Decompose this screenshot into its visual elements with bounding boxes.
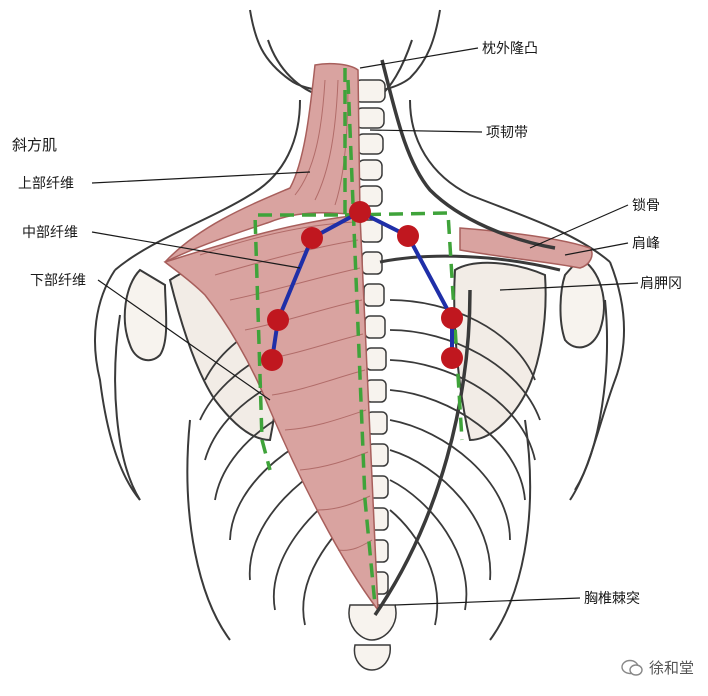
trapezius-muscle	[163, 62, 379, 613]
neck-outline	[114, 99, 611, 271]
marker-point	[441, 347, 463, 369]
clavicle-right	[459, 227, 593, 269]
scapula-spine-right	[379, 254, 561, 272]
marker-point	[441, 307, 463, 329]
label-clavicle: 锁骨	[632, 198, 660, 214]
label-upper-fibers: 上部纤维	[18, 176, 74, 192]
label-thoracic-spinous: 胸椎棘突	[584, 591, 640, 607]
label-occipital: 枕外隆凸	[482, 41, 538, 57]
leader-lines	[91, 47, 639, 606]
marker-point	[301, 227, 323, 249]
label-spine-of-scapula: 肩胛冈	[640, 276, 682, 292]
chat-bubble-icon	[621, 659, 643, 676]
acupoint-markers	[261, 201, 463, 371]
watermark: 徐和堂	[621, 657, 694, 678]
marker-point	[397, 225, 419, 247]
label-acromion: 肩峰	[632, 236, 660, 252]
label-trapezius-title: 斜方肌	[12, 136, 58, 154]
watermark-text: 徐和堂	[648, 659, 694, 677]
trapezius-right-border	[373, 59, 556, 616]
label-middle-fibers: 中部纤维	[22, 225, 78, 241]
label-nuchal: 项韧带	[486, 125, 528, 141]
marker-point	[267, 309, 289, 331]
marker-point	[349, 201, 371, 223]
label-lower-fibers: 下部纤维	[30, 273, 86, 289]
marker-point	[261, 349, 283, 371]
shoulder-bones	[114, 256, 608, 501]
